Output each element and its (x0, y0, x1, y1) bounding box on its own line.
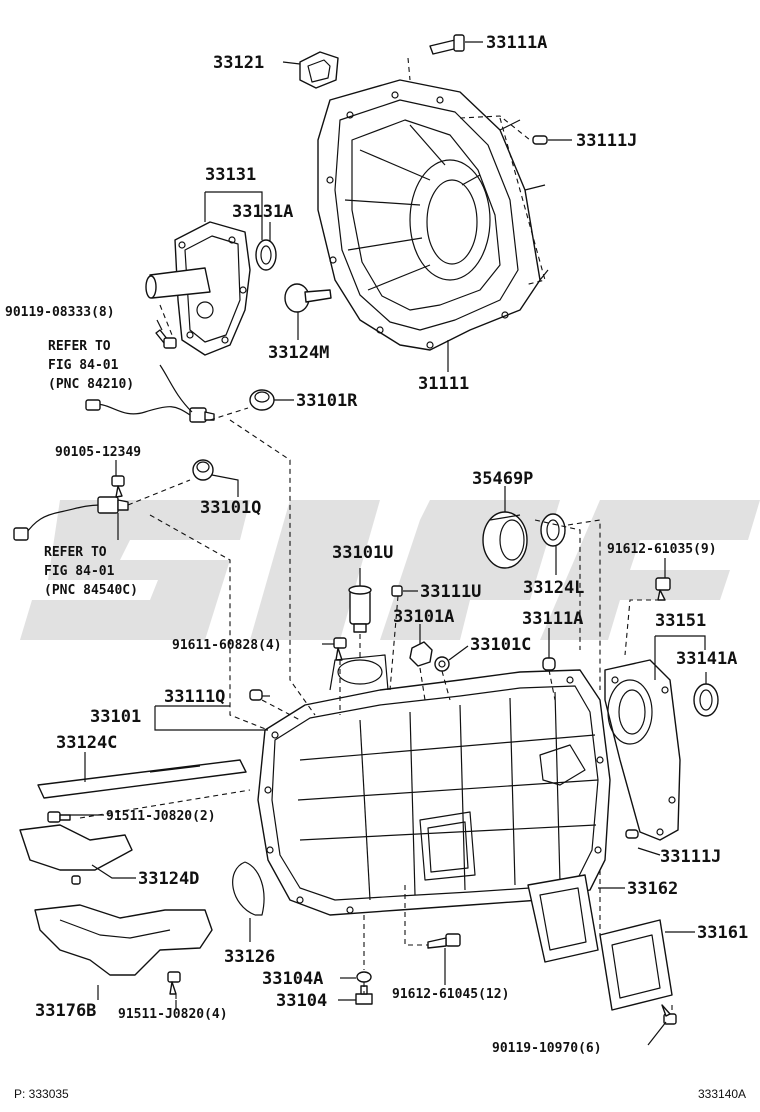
bell-housing-drawing (317, 79, 549, 351)
ref2-line2: FIG 84-01 (44, 564, 115, 579)
label-33124D: 33124D (138, 869, 199, 889)
label-33101C: 33101C (470, 635, 531, 655)
label-33111J-bottom: 33111J (660, 847, 721, 867)
label-91611-60828: 91611-60828(4) (172, 638, 282, 653)
sleeve-33101U-drawing (348, 585, 372, 633)
ref2-line1: REFER TO (44, 545, 107, 560)
assembly-lines (79, 57, 673, 1014)
label-33111U: 33111U (420, 582, 481, 602)
bolt-91511-J0820-4-drawing (167, 971, 181, 995)
part-labels: 33111A 33121 33111J 33131 33131A 90119-0… (5, 33, 748, 1056)
label-90105-12349: 90105-12349 (55, 445, 141, 460)
label-91612-61045: 91612-61045(12) (392, 987, 509, 1002)
label-33121: 33121 (213, 53, 264, 73)
label-33111A-mid: 33111A (522, 609, 583, 629)
washer-33101C-drawing (434, 656, 450, 672)
label-33101Q: 33101Q (200, 498, 261, 518)
bolt-90119-08333-drawing (155, 329, 177, 349)
label-33111Q: 33111Q (164, 687, 225, 707)
label-33131: 33131 (205, 165, 256, 185)
page-code: P: 333035 (14, 1087, 69, 1101)
drain-plug-drawing (355, 971, 373, 1005)
pin-33111J-top-drawing (532, 135, 548, 145)
label-33161: 33161 (697, 923, 748, 943)
leader-lines (70, 41, 707, 1046)
label-33124M: 33124M (268, 343, 329, 363)
bracket-33124C-drawing (37, 759, 247, 799)
seal-33124L-drawing (540, 513, 566, 547)
plug-33111A-mid-drawing (542, 657, 556, 671)
label-33126: 33126 (224, 947, 275, 967)
cover-35469P-drawing (482, 511, 528, 569)
oil-seal-33131A-drawing (255, 239, 277, 271)
bolt-90105-12349-drawing (111, 475, 125, 498)
label-31111: 31111 (418, 374, 469, 394)
label-33124C: 33124C (56, 733, 117, 753)
bearing-retainer-drawing (145, 221, 251, 356)
ref2-line3: (PNC 84540C) (44, 583, 138, 598)
transmission-case-drawing (257, 654, 611, 916)
label-33162: 33162 (627, 879, 678, 899)
seal-33141A-drawing (693, 683, 719, 717)
bolt-91612-61035-drawing (655, 577, 671, 601)
ref1-line2: FIG 84-01 (48, 358, 119, 373)
ball-stud-33124M-drawing (284, 283, 332, 313)
pin-33111Q-drawing (249, 689, 263, 701)
label-33101A: 33101A (393, 607, 454, 627)
plug-33101Q-drawing (192, 459, 214, 481)
label-33176B: 33176B (35, 1001, 96, 1021)
drawing-code: 333140A (698, 1087, 746, 1101)
switch-84540C-drawing (13, 496, 129, 541)
label-90119-10970: 90119-10970(6) (492, 1041, 602, 1056)
label-91612-61035: 91612-61035(9) (607, 542, 717, 557)
label-33131A: 33131A (232, 202, 293, 222)
plug-33101A-drawing (409, 641, 433, 667)
label-33111J-top: 33111J (576, 131, 637, 151)
clip-33121-drawing (299, 51, 339, 89)
backup-switch-84210-drawing (85, 399, 215, 423)
label-33151: 33151 (655, 611, 706, 631)
cover-33176B-drawing (34, 904, 213, 976)
bolt-91511-J0820-2-drawing (47, 811, 71, 823)
pin-33111U-drawing (391, 585, 403, 597)
gasket-33162-drawing (527, 874, 599, 963)
label-91511-J0820-4: 91511-J0820(4) (118, 1007, 228, 1022)
label-91511-J0820-2: 91511-J0820(2) (106, 809, 216, 824)
bolt-33111A-top-drawing (429, 34, 465, 55)
label-33101R: 33101R (296, 391, 358, 411)
label-33101: 33101 (90, 707, 141, 727)
bolt-91611-60828-drawing (333, 637, 347, 661)
bolt-90119-10970-drawing (661, 1004, 677, 1025)
label-33104A: 33104A (262, 969, 323, 989)
cover-33161-drawing (599, 919, 673, 1011)
label-35469P: 35469P (472, 469, 533, 489)
label-90119-08333: 90119-08333(8) (5, 305, 115, 320)
ref1-line3: (PNC 84210) (48, 377, 134, 392)
ref1-line1: REFER TO (48, 339, 111, 354)
watermark-logo (20, 500, 760, 640)
extension-housing-drawing (604, 659, 681, 841)
gasket-33126-drawing (232, 861, 265, 916)
label-33141A: 33141A (676, 649, 737, 669)
bolt-91612-61045-drawing (427, 933, 461, 949)
plug-33101R-drawing (249, 389, 275, 411)
protector-33124D-drawing (19, 824, 133, 885)
label-33101U: 33101U (332, 543, 393, 563)
label-33104: 33104 (276, 991, 327, 1011)
pin-33111J-bottom-drawing (625, 829, 639, 839)
label-33124L: 33124L (523, 578, 584, 598)
label-33111A-top: 33111A (486, 33, 547, 53)
